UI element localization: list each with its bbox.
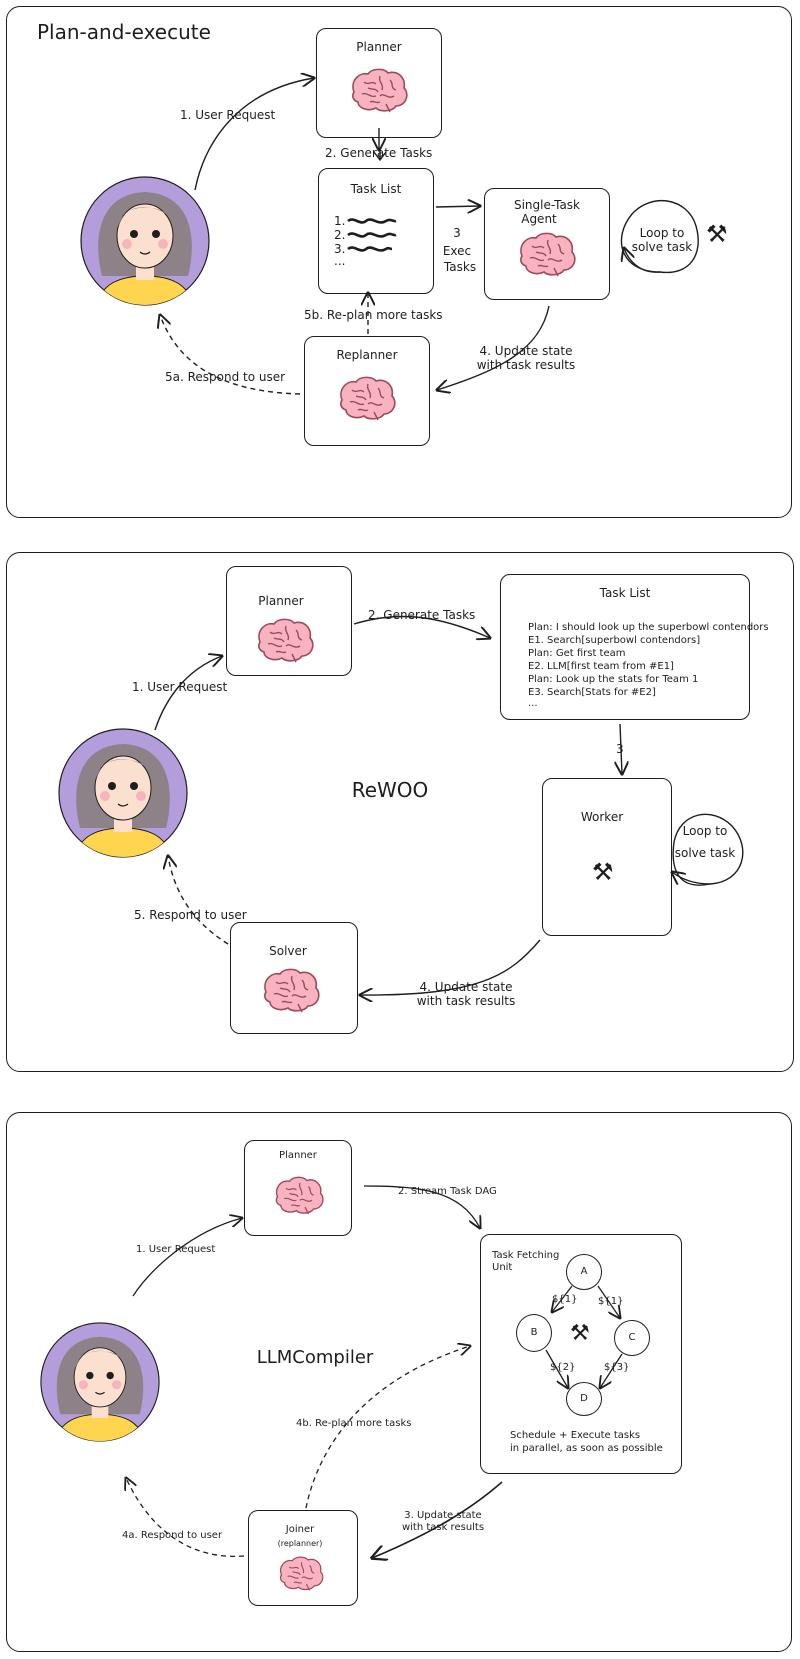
- worker-label: Worker: [580, 810, 624, 824]
- dag-node-d: [566, 1382, 602, 1416]
- task-list-box: [500, 574, 750, 720]
- replan-label: 5b. Re-plan more tasks: [304, 308, 443, 322]
- update-label: with task results: [401, 1522, 485, 1533]
- step-3-label: 3: [616, 742, 624, 756]
- worker-box: [542, 778, 672, 936]
- task-line: Plan: Get first team: [528, 648, 626, 659]
- task-list-label: Task List: [350, 182, 402, 196]
- task-line: E2. LLM[first team from #E1]: [528, 661, 674, 672]
- update-label: with task results: [476, 358, 576, 372]
- exec-tasks-label: Tasks: [443, 260, 477, 274]
- planner-label: Planner: [356, 40, 402, 54]
- planner-label: Planner: [279, 1150, 317, 1161]
- joiner-label: Joiner: [285, 1524, 315, 1535]
- list-item: 2.: [334, 228, 346, 242]
- dag-node-b: [516, 1314, 552, 1352]
- update-label: with task results: [416, 994, 516, 1008]
- llmcompiler-title: LLMCompiler: [256, 1347, 374, 1368]
- update-label: 3. Update state: [404, 1510, 482, 1521]
- planner-label: Planner: [258, 594, 304, 608]
- generate-tasks-label: 2. Generate Tasks: [368, 608, 476, 622]
- exec-tasks-label: 3: [453, 226, 461, 240]
- task-line: Plan: Look up the stats for Team 1: [528, 674, 699, 685]
- loop-label: Loop to: [682, 824, 728, 838]
- user-request-label: 1. User Request: [136, 1244, 216, 1255]
- agent-label: Agent: [521, 212, 557, 226]
- user-request-label: 1. User Request: [132, 680, 228, 694]
- replanner-box: [304, 336, 430, 446]
- edge-label: ${2}: [550, 1362, 576, 1373]
- generate-tasks-label: 2. Generate Tasks: [325, 146, 433, 160]
- task-line: E3. Search[Stats for #E2]: [528, 687, 656, 698]
- unit-label: Unit: [492, 1262, 513, 1273]
- agent-label: Single-Task: [513, 198, 581, 212]
- task-list-label: Task List: [599, 586, 651, 600]
- replanner-label: Replanner: [336, 348, 398, 362]
- list-item: 1.: [334, 214, 346, 228]
- loop-label: Loop to: [639, 226, 685, 240]
- list-item: ...: [334, 254, 346, 268]
- stream-label: 2. Stream Task DAG: [398, 1186, 497, 1197]
- plan-execute-title: Plan-and-execute: [37, 20, 211, 44]
- schedule-label: in parallel, as soon as possible: [510, 1443, 663, 1454]
- hammer-wrench-icon: ⚒: [706, 220, 728, 248]
- schedule-label: Schedule + Execute tasks: [510, 1430, 641, 1441]
- respond-label: 5a. Respond to user: [165, 370, 286, 384]
- task-list-box: [318, 168, 434, 294]
- task-line: ...: [528, 698, 538, 709]
- dag-node-label: B: [530, 1327, 538, 1338]
- rewoo-arrows: [154, 615, 744, 1100]
- dag-node-c: [614, 1320, 650, 1356]
- exec-tasks-label: Exec: [442, 244, 472, 258]
- edge-label: ${1}: [552, 1294, 578, 1305]
- dag-node-label: D: [580, 1393, 588, 1404]
- edge-label: ${3}: [604, 1362, 630, 1373]
- user-request-label: 1. User Request: [180, 108, 276, 122]
- dag-node-a: [566, 1254, 602, 1290]
- task-line: Plan: I should look up the superbowl con…: [528, 622, 769, 633]
- agent-box: [484, 188, 610, 300]
- edge-label: ${1}: [598, 1296, 624, 1307]
- loop-label: solve task: [674, 846, 736, 860]
- respond-label: 5. Respond to user: [134, 908, 247, 922]
- replan-label: 4b. Re-plan more tasks: [296, 1418, 412, 1429]
- rewoo-title: ReWOO: [351, 778, 429, 802]
- hammer-wrench-icon: ⚒: [570, 1321, 590, 1346]
- solver-label: Solver: [269, 944, 307, 958]
- plan-execute-arrows: [0, 0, 699, 395]
- task-line: E1. Search[superbowl contendors]: [528, 635, 701, 646]
- dag-node-label: C: [628, 1332, 636, 1343]
- dag-node-label: A: [580, 1266, 588, 1277]
- joiner-sub-label: (replanner): [277, 1539, 323, 1548]
- respond-label: 4a. Respond to user: [122, 1530, 223, 1541]
- unit-label: Task Fetching: [492, 1250, 560, 1261]
- hammer-wrench-icon: ⚒: [592, 858, 614, 886]
- loop-label: solve task: [631, 240, 693, 254]
- update-label: 4. Update state: [479, 344, 573, 358]
- list-item: 3.: [334, 242, 346, 256]
